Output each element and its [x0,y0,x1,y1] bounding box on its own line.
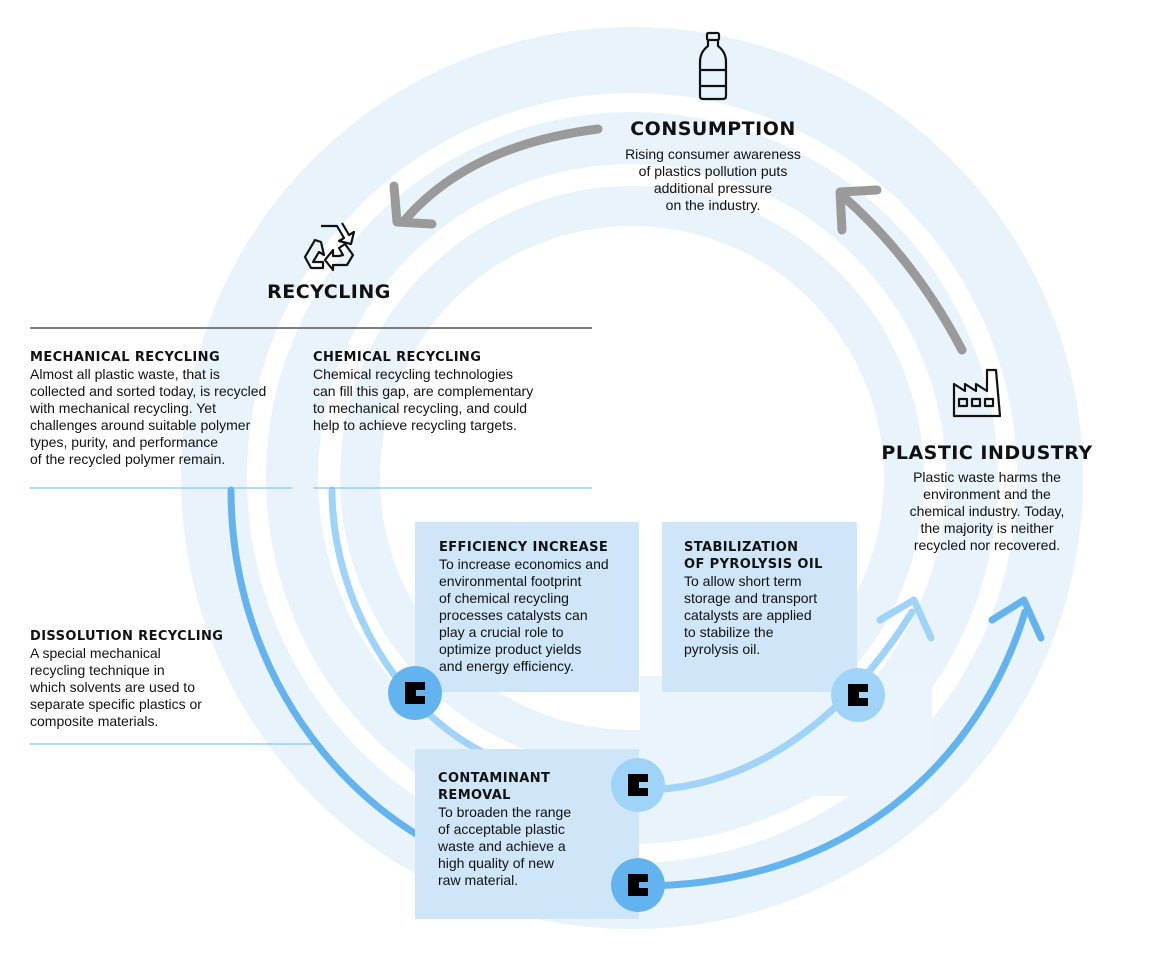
chemical-line: Chemical recycling technologies [313,366,513,382]
contaminant-line: of acceptable plastic [438,821,565,837]
stabilization-box: STABILIZATION OF PYROLYSIS OIL To allow … [662,522,857,692]
efficiency-line: environmental footprint [439,573,582,589]
catalyst-icon [405,682,425,704]
catalyst-icon [848,684,868,706]
consumption-description: Rising consumer awareness of plastics po… [600,146,826,214]
contaminant-line: raw material. [438,872,519,888]
contaminant-removal-box: CONTAMINANT REMOVAL To broaden the range… [415,749,639,919]
consumption-line: on the industry. [665,197,761,213]
stabilization-line: storage and transport [684,590,818,606]
catalyst-node-efficiency [388,666,442,720]
catalyst-icon [628,874,648,896]
chemical-line: can fill this gap, are complementary [313,383,534,399]
dissolution-line: recycling technique in [30,662,165,678]
chemical-recycling-block: CHEMICAL RECYCLING Chemical recycling te… [313,349,583,434]
stabilization-description: To allow short term storage and transpor… [684,573,823,658]
mechanical-recycling-title: MECHANICAL RECYCLING [30,350,221,365]
plastic-industry-line: the majority is neither [920,520,1054,536]
efficiency-line: and energy efficiency. [439,658,574,674]
contaminant-line: To broaden the range [438,804,572,820]
plastic-industry-title: PLASTIC INDUSTRY [881,442,1093,464]
factory-icon [952,368,1002,418]
consumption-line: additional pressure [653,180,773,196]
efficiency-line: of chemical recycling [439,590,569,606]
efficiency-increase-title: EFFICIENCY INCREASE [439,540,609,555]
mechanical-line: of the recycled polymer remain. [30,451,226,467]
dissolution-line: which solvents are used to [30,679,195,695]
efficiency-line: optimize product yields [439,641,582,657]
contaminant-line: waste and achieve a [438,838,566,854]
consumption-block: CONSUMPTION Rising consumer awareness of… [600,118,826,214]
plastic-industry-block: PLASTIC INDUSTRY Plastic waste harms the… [872,442,1102,554]
consumption-line: of plastics pollution puts [638,163,788,179]
recycle-icon [303,222,356,272]
bottle-icon [698,31,728,101]
plastic-industry-line: recycled nor recovered. [913,537,1061,553]
chemical-line: to mechanical recycling, and could [313,400,528,416]
chemical-recycling-description: Chemical recycling technologies can fill… [313,366,583,434]
mechanical-recycling-block: MECHANICAL RECYCLING Almost all plastic … [30,349,300,468]
recycling-title: RECYCLING [267,281,391,303]
catalyst-node-contaminant-upper [611,758,665,812]
contaminant-removal-title: CONTAMINANT REMOVAL [438,770,571,804]
stabilization-title: STABILIZATION OF PYROLYSIS OIL [684,539,823,573]
dissolution-line: A special mechanical [30,645,161,661]
mechanical-line: collected and sorted today, is recycled [30,383,267,399]
catalyst-node-stabilization [831,668,885,722]
efficiency-line: processes catalysts can [439,607,588,623]
dissolution-line: composite materials. [30,713,159,729]
dissolution-recycling-description: A special mechanical recycling technique… [30,645,280,730]
contaminant-title-line: CONTAMINANT [438,771,551,786]
stabilization-line: To allow short term [684,573,802,589]
plastic-industry-description: Plastic waste harms the environment and … [872,469,1102,554]
efficiency-line: play a crucial role to [439,624,564,640]
plastic-industry-line: environment and the [923,486,1051,502]
mechanical-line: Almost all plastic waste, that is [30,366,220,382]
efficiency-increase-description: To increase economics and environmental … [439,556,609,675]
mechanical-recycling-description: Almost all plastic waste, that is collec… [30,366,300,468]
dissolution-line: separate specific plastics or [30,696,202,712]
arrow-industry-to-consumption [835,185,967,355]
stabilization-line: to stabilize the [684,624,774,640]
dissolution-recycling-title: DISSOLUTION RECYCLING [30,629,224,644]
chemical-line: help to achieve recycling targets. [313,417,517,433]
plastic-industry-line: chemical industry. Today, [909,503,1065,519]
contaminant-removal-description: To broaden the range of acceptable plast… [438,804,571,889]
stabilization-title-line: STABILIZATION [684,540,799,555]
mechanical-line: types, purity, and performance [30,434,219,450]
stabilization-line: pyrolysis oil. [684,641,761,657]
consumption-line: Rising consumer awareness [625,146,801,162]
consumption-title: CONSUMPTION [630,118,796,140]
efficiency-increase-box: EFFICIENCY INCREASE To increase economic… [415,522,639,692]
background-panel [640,676,932,796]
mechanical-line: challenges around suitable polymer [30,417,251,433]
chemical-recycling-title: CHEMICAL RECYCLING [313,350,482,365]
contaminant-line: high quality of new [438,855,554,871]
catalyst-node-contaminant-lower [611,858,665,912]
mechanical-line: with mechanical recycling. Yet [30,400,216,416]
catalyst-icon [628,774,648,796]
dissolution-recycling-block: DISSOLUTION RECYCLING A special mechanic… [30,628,280,730]
stabilization-line: catalysts are applied [684,607,812,623]
stabilization-title-line: OF PYROLYSIS OIL [684,557,823,572]
contaminant-title-line: REMOVAL [438,788,511,803]
plastic-industry-line: Plastic waste harms the [913,469,1061,485]
arrow-consumption-to-recycling [389,124,603,229]
efficiency-line: To increase economics and [439,556,609,572]
